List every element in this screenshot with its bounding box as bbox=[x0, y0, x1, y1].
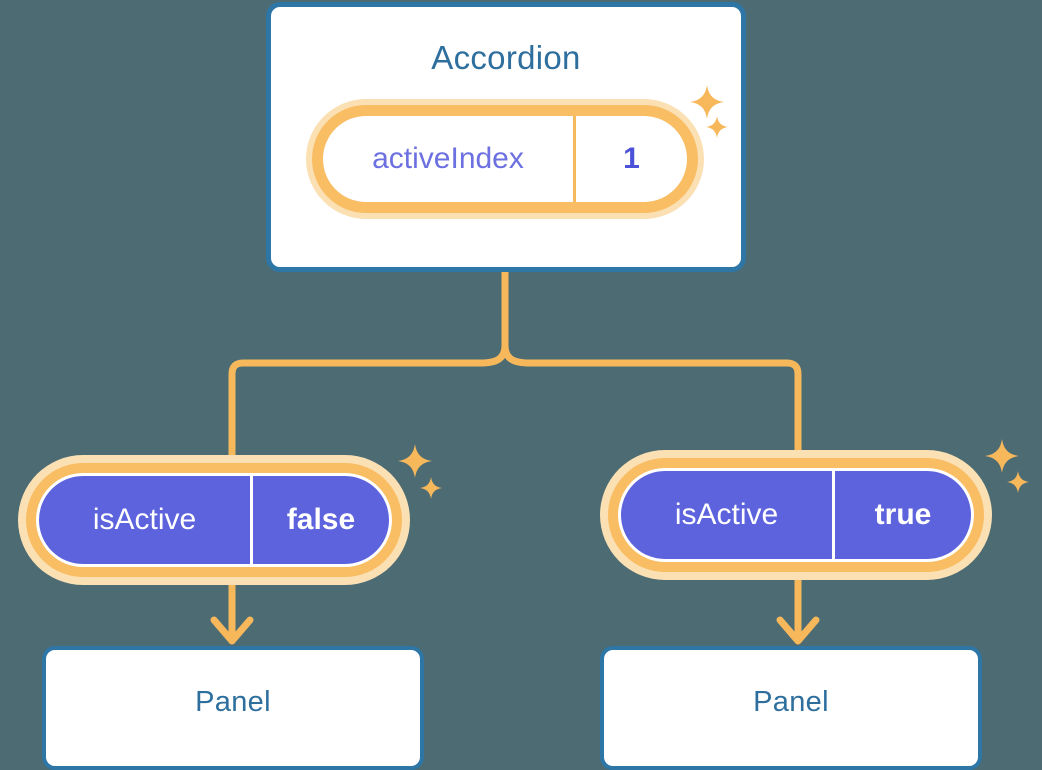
state-pill-key: activeIndex bbox=[323, 116, 576, 202]
state-pill-activeindex[interactable]: activeIndex 1 bbox=[323, 116, 687, 202]
panel-component-card-right[interactable]: Panel bbox=[600, 646, 982, 770]
panel-title-right: Panel bbox=[753, 686, 829, 718]
panel-component-card-left[interactable]: Panel bbox=[42, 646, 424, 770]
arrowhead-right bbox=[776, 616, 820, 645]
prop-pill-left-key: isActive bbox=[39, 476, 253, 564]
prop-pill-left-value: false bbox=[286, 503, 356, 536]
sparkle-four-point-icon bbox=[985, 439, 1019, 473]
sparkle-four-point-icon bbox=[398, 444, 432, 478]
prop-pill-right-value: true bbox=[874, 498, 932, 531]
sparkle-four-point-small-icon bbox=[420, 477, 442, 499]
arrowhead-left bbox=[210, 616, 254, 645]
wire-branch-left bbox=[228, 341, 509, 459]
page-title: Accordion bbox=[431, 39, 581, 76]
wire-branch-right bbox=[501, 341, 802, 454]
prop-pill-right-key: isActive bbox=[621, 471, 835, 559]
prop-pill-isactive-false[interactable]: isActive false bbox=[36, 473, 392, 567]
prop-pill-isactive-true[interactable]: isActive true bbox=[618, 468, 974, 562]
panel-title-left: Panel bbox=[195, 686, 271, 718]
state-pill-value: 1 bbox=[623, 142, 640, 175]
sparkle-four-point-small-icon bbox=[1007, 471, 1029, 493]
